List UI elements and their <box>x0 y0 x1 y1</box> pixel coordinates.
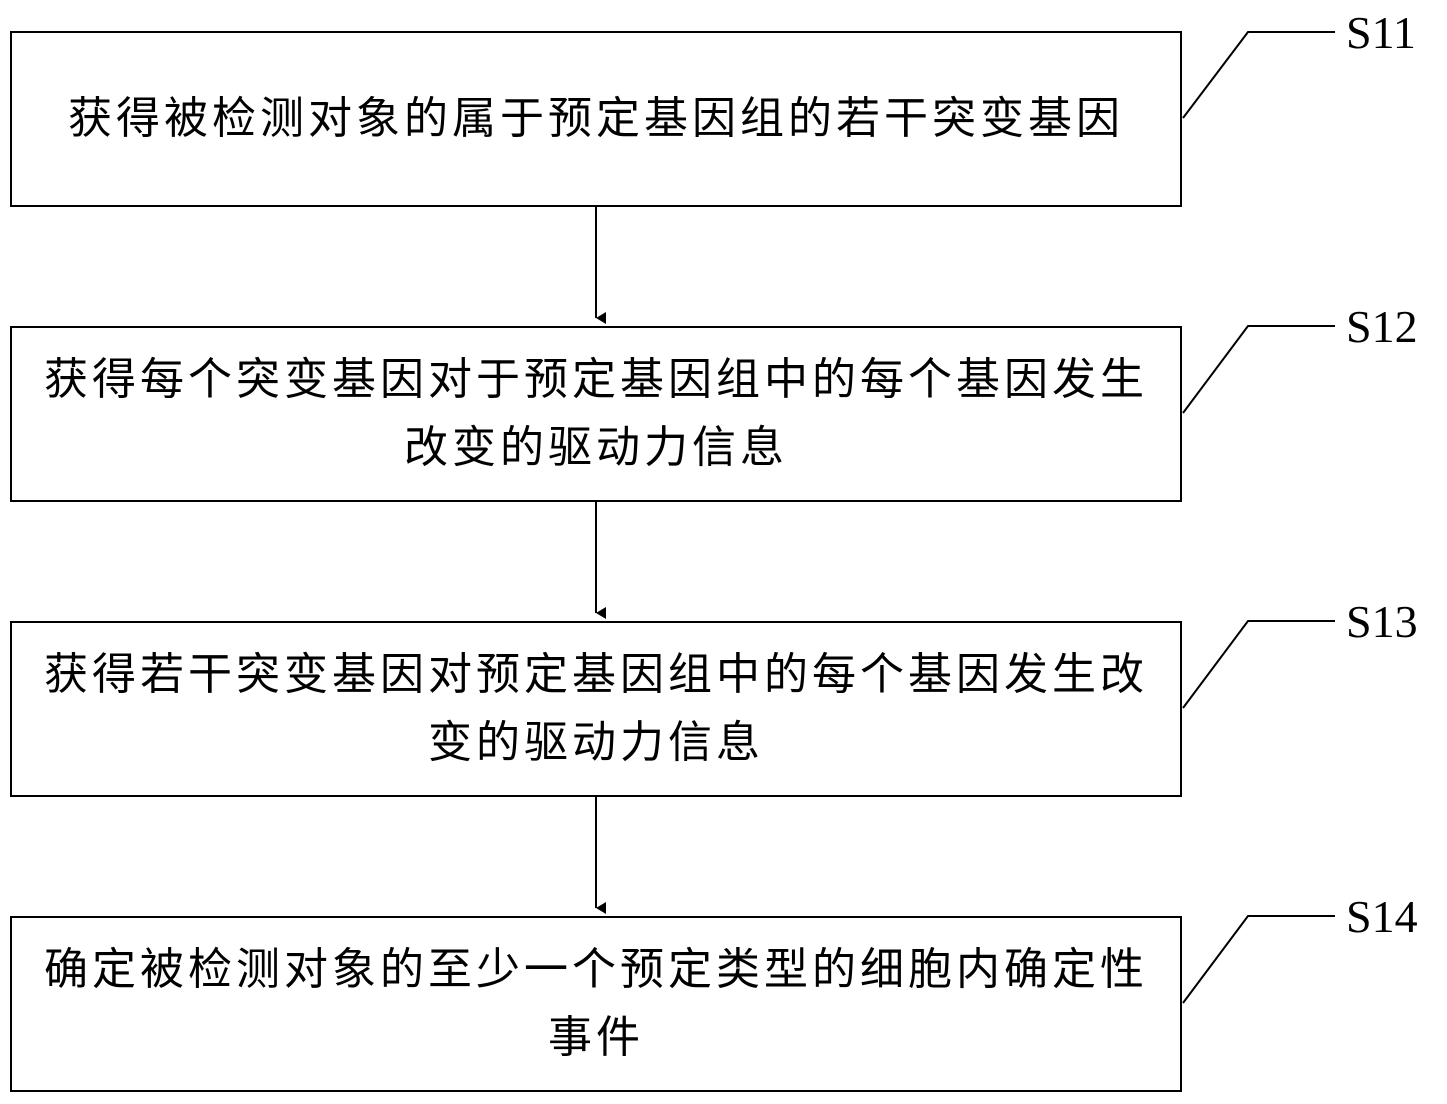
leader-line-s14 <box>1182 915 1335 1004</box>
step-box-s11: 获得被检测对象的属于预定基因组的若干突变基因 <box>10 31 1182 207</box>
step-text-s11: 获得被检测对象的属于预定基因组的若干突变基因 <box>68 93 1124 144</box>
step-label-s12: S12 <box>1346 301 1418 352</box>
step-text-s13: 获得若干突变基因对预定基因组中的每个基因发生改变的驱动力信息 <box>44 649 1148 768</box>
leader-line-s13 <box>1182 620 1335 709</box>
step-text-s12: 获得每个突变基因对于预定基因组中的每个基因发生改变的驱动力信息 <box>44 354 1148 473</box>
step-box-s12: 获得每个突变基因对于预定基因组中的每个基因发生改变的驱动力信息 <box>10 326 1182 502</box>
step-label-s11: S11 <box>1346 7 1416 58</box>
leader-line-s11 <box>1182 31 1335 119</box>
step-text-s14: 确定被检测对象的至少一个预定类型的细胞内确定性事件 <box>44 944 1148 1063</box>
step-label-s14: S14 <box>1346 891 1418 942</box>
step-box-s13: 获得若干突变基因对预定基因组中的每个基因发生改变的驱动力信息 <box>10 621 1182 797</box>
step-box-s14: 确定被检测对象的至少一个预定类型的细胞内确定性事件 <box>10 916 1182 1092</box>
leader-line-s12 <box>1182 325 1335 414</box>
step-label-s13: S13 <box>1346 596 1418 647</box>
